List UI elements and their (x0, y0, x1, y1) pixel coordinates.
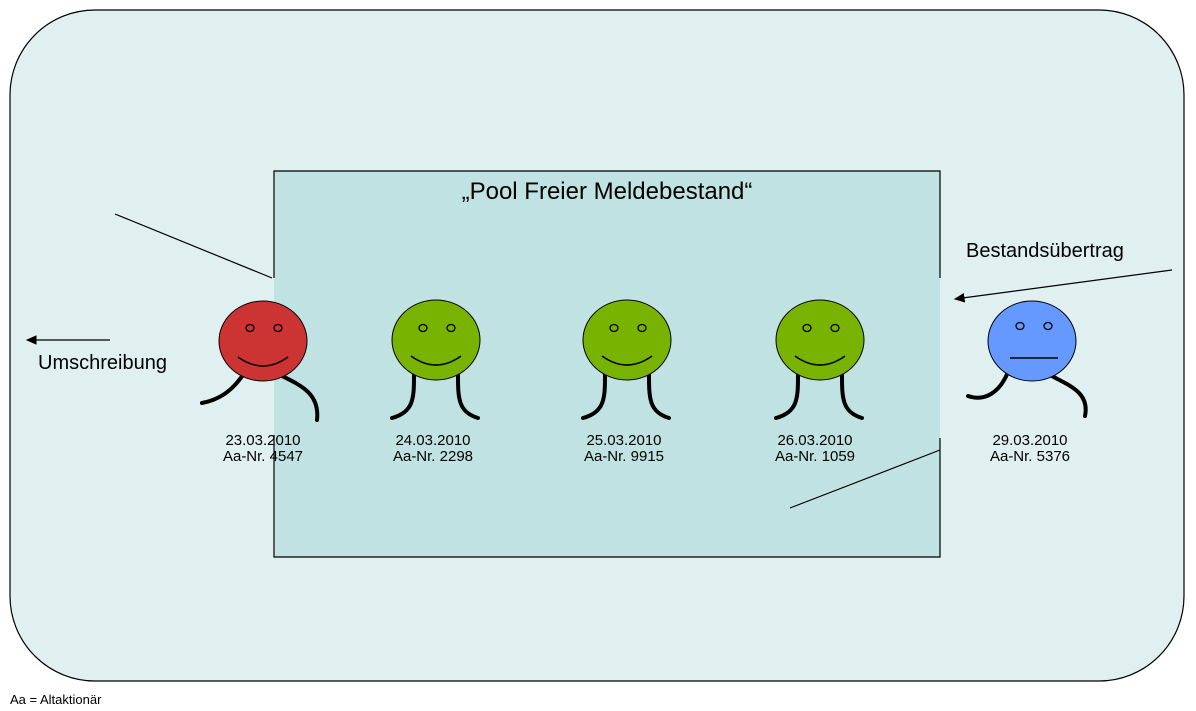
figure-date: 29.03.2010 (992, 432, 1068, 449)
figure-date: 24.03.2010 (395, 432, 471, 449)
figure-green-3 (774, 299, 865, 420)
pool-title: „Pool Freier Meldebestand“ (461, 178, 753, 205)
figure-green-2 (581, 299, 672, 420)
figure-date: 26.03.2010 (777, 432, 853, 449)
figure-blue (966, 300, 1088, 418)
legend-note: Aa = Altaktionär (10, 692, 102, 707)
figure-green-3-label: 26.03.2010 Aa-Nr. 1059 (755, 433, 875, 465)
figure-number: Aa-Nr. 9915 (583, 448, 665, 465)
pointer-line-bottom-right (789, 449, 941, 509)
figure-red (200, 300, 320, 422)
figure-date: 23.03.2010 (225, 432, 301, 449)
bestandsuebertrag-label: Bestandsübertrag (966, 240, 1124, 262)
figure-red-label: 23.03.2010 Aa-Nr. 4547 (203, 433, 323, 465)
pool-border-left-top (273, 170, 941, 278)
figure-date: 25.03.2010 (586, 432, 662, 449)
face-red (218, 300, 308, 382)
figure-green-2-label: 25.03.2010 Aa-Nr. 9915 (564, 433, 684, 465)
bestandsuebertrag-arrow (953, 269, 1173, 303)
pool-border-bottom (273, 435, 941, 558)
figure-number: Aa-Nr. 4547 (222, 448, 304, 465)
figure-green-1 (390, 299, 481, 420)
figure-number: Aa-Nr. 1059 (774, 448, 856, 465)
figure-green-1-label: 24.03.2010 Aa-Nr. 2298 (373, 433, 493, 465)
umschreibung-label: Umschreibung (38, 352, 167, 374)
pointer-line-top-left (114, 213, 273, 279)
figure-number: Aa-Nr. 5376 (989, 448, 1071, 465)
figure-number: Aa-Nr. 2298 (392, 448, 474, 465)
figure-blue-label: 29.03.2010 Aa-Nr. 5376 (970, 433, 1090, 465)
